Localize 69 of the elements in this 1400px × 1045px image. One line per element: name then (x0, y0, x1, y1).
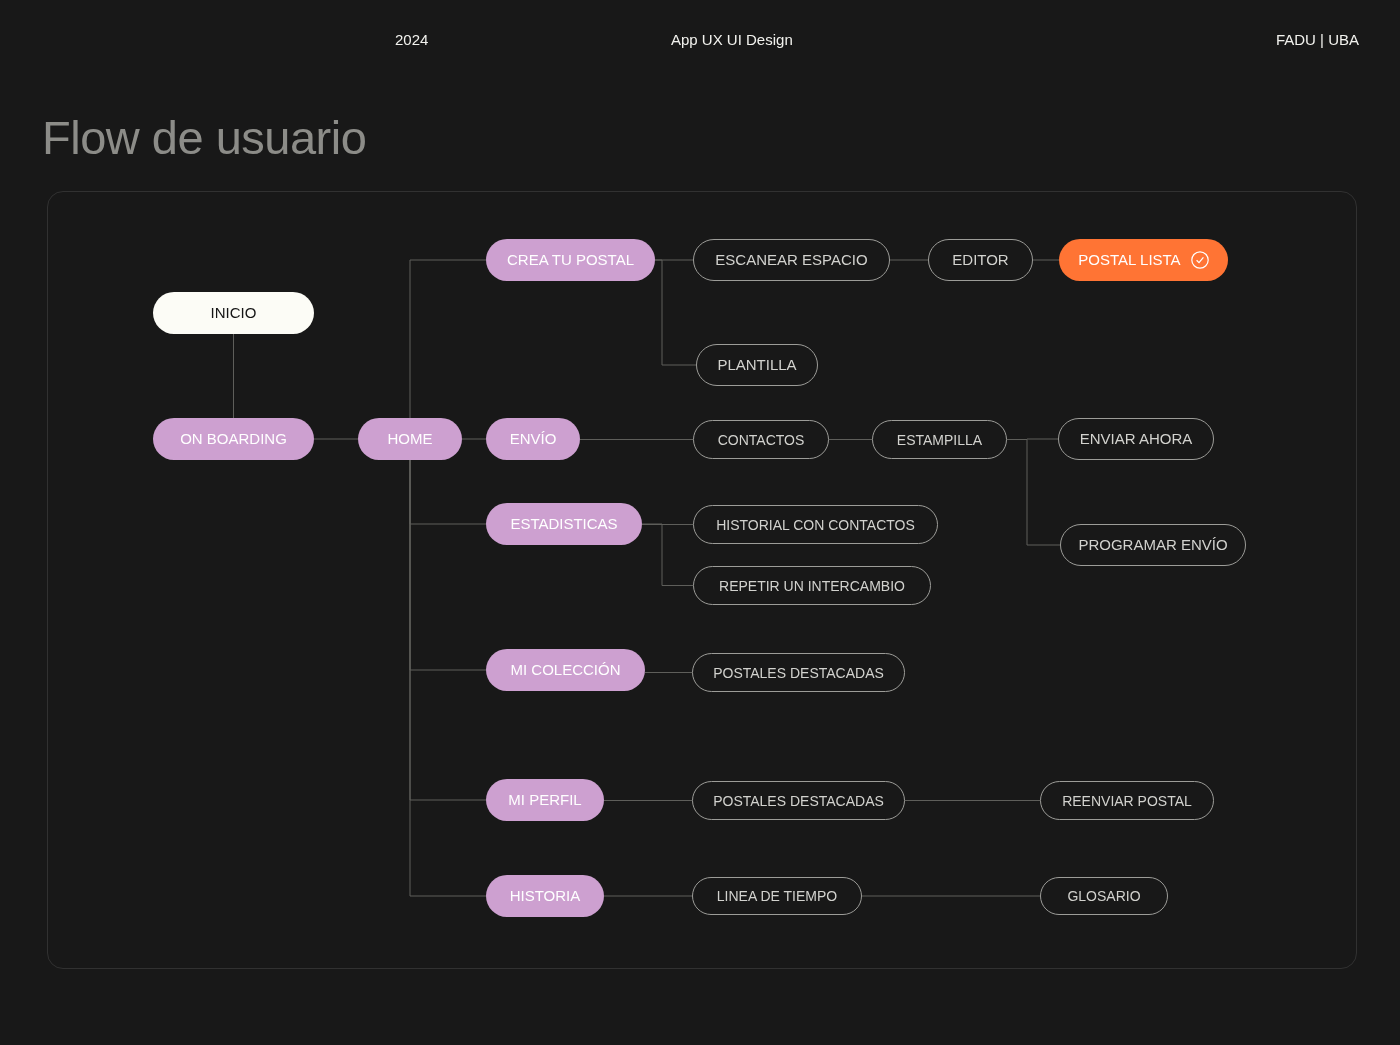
screen-pill (692, 877, 862, 915)
screen-pill (1040, 877, 1168, 915)
pill-label: POSTAL LISTA (1078, 251, 1181, 269)
pill-label: CREA TU POSTAL (507, 251, 634, 269)
screen-pill (872, 420, 1007, 459)
pill-label: POSTALES DESTACADAS (713, 791, 884, 810)
pill-label: HISTORIAL CON CONTACTOS (716, 515, 915, 534)
page-title: Flow de usuario (42, 110, 367, 166)
pill-label: INICIO (210, 304, 257, 322)
screen-pill (928, 239, 1033, 281)
pill-label: ESTAMPILLA (896, 430, 983, 449)
menu-section-pill (486, 239, 655, 281)
connector-line (603, 895, 693, 897)
screen-pill (693, 566, 931, 605)
pill-label: LINEA DE TIEMPO (716, 887, 838, 905)
connector-line (828, 439, 873, 440)
menu-section-pill (486, 418, 580, 460)
screen-pill (692, 653, 905, 692)
header-text: 2024 (395, 31, 429, 49)
menu-section-pill (486, 779, 604, 821)
connector-line (889, 259, 929, 261)
pill-label: ESTADISTICAS (510, 515, 618, 533)
pill-label: ESCANEAR ESPACIO (715, 251, 868, 269)
connector-line (644, 672, 693, 673)
connector-line (579, 439, 694, 440)
start-pill (153, 292, 314, 334)
connector-line (409, 259, 487, 419)
screen-pill (1058, 418, 1214, 460)
menu-section-pill (486, 649, 645, 691)
connector-line (861, 895, 1041, 897)
connector-line (1006, 438, 1061, 546)
connector-line (409, 459, 487, 897)
pill-label: ENVIAR AHORA (1079, 430, 1193, 448)
header-text: App UX UI Design (671, 31, 793, 49)
pill-label: REPETIR UN INTERCAMBIO (719, 576, 905, 595)
pill-label: ON BOARDING (180, 430, 287, 448)
menu-section-pill (486, 503, 642, 545)
pill-label: MI COLECCIÓN (510, 661, 621, 679)
pill-label: HOME (387, 430, 433, 448)
connector-line (603, 800, 693, 801)
screen-pill (692, 781, 905, 820)
pill-label: MI PERFIL (508, 791, 582, 809)
menu-section-pill (358, 418, 462, 460)
connector-line (904, 800, 1041, 801)
connector-line (233, 333, 234, 419)
pill-label: PROGRAMAR ENVÍO (1078, 536, 1228, 554)
screen-pill (693, 239, 890, 281)
pill-label: POSTALES DESTACADAS (713, 663, 884, 682)
connector-line (313, 438, 359, 440)
screen-pill (696, 344, 818, 386)
connector-line (641, 523, 694, 586)
completed-step-pill (1059, 239, 1228, 281)
pill-label: ENVÍO (509, 430, 557, 448)
menu-section-pill (153, 418, 314, 460)
pill-label: GLOSARIO (1067, 887, 1141, 905)
screen-pill (693, 505, 938, 544)
screen-pill (1060, 524, 1246, 566)
pill-label: REENVIAR POSTAL (1062, 791, 1192, 810)
connector-line (461, 438, 487, 440)
connector-line (1032, 259, 1060, 261)
pill-label: HISTORIA (509, 887, 581, 905)
connector-line (654, 259, 697, 366)
pill-label: PLANTILLA (717, 356, 797, 374)
screen-pill (693, 420, 829, 459)
screen-pill (1040, 781, 1214, 820)
pill-label: CONTACTOS (717, 430, 805, 449)
header-text: FADU | UBA (1275, 31, 1359, 49)
pill-label: EDITOR (952, 251, 1009, 269)
menu-section-pill (486, 875, 604, 917)
